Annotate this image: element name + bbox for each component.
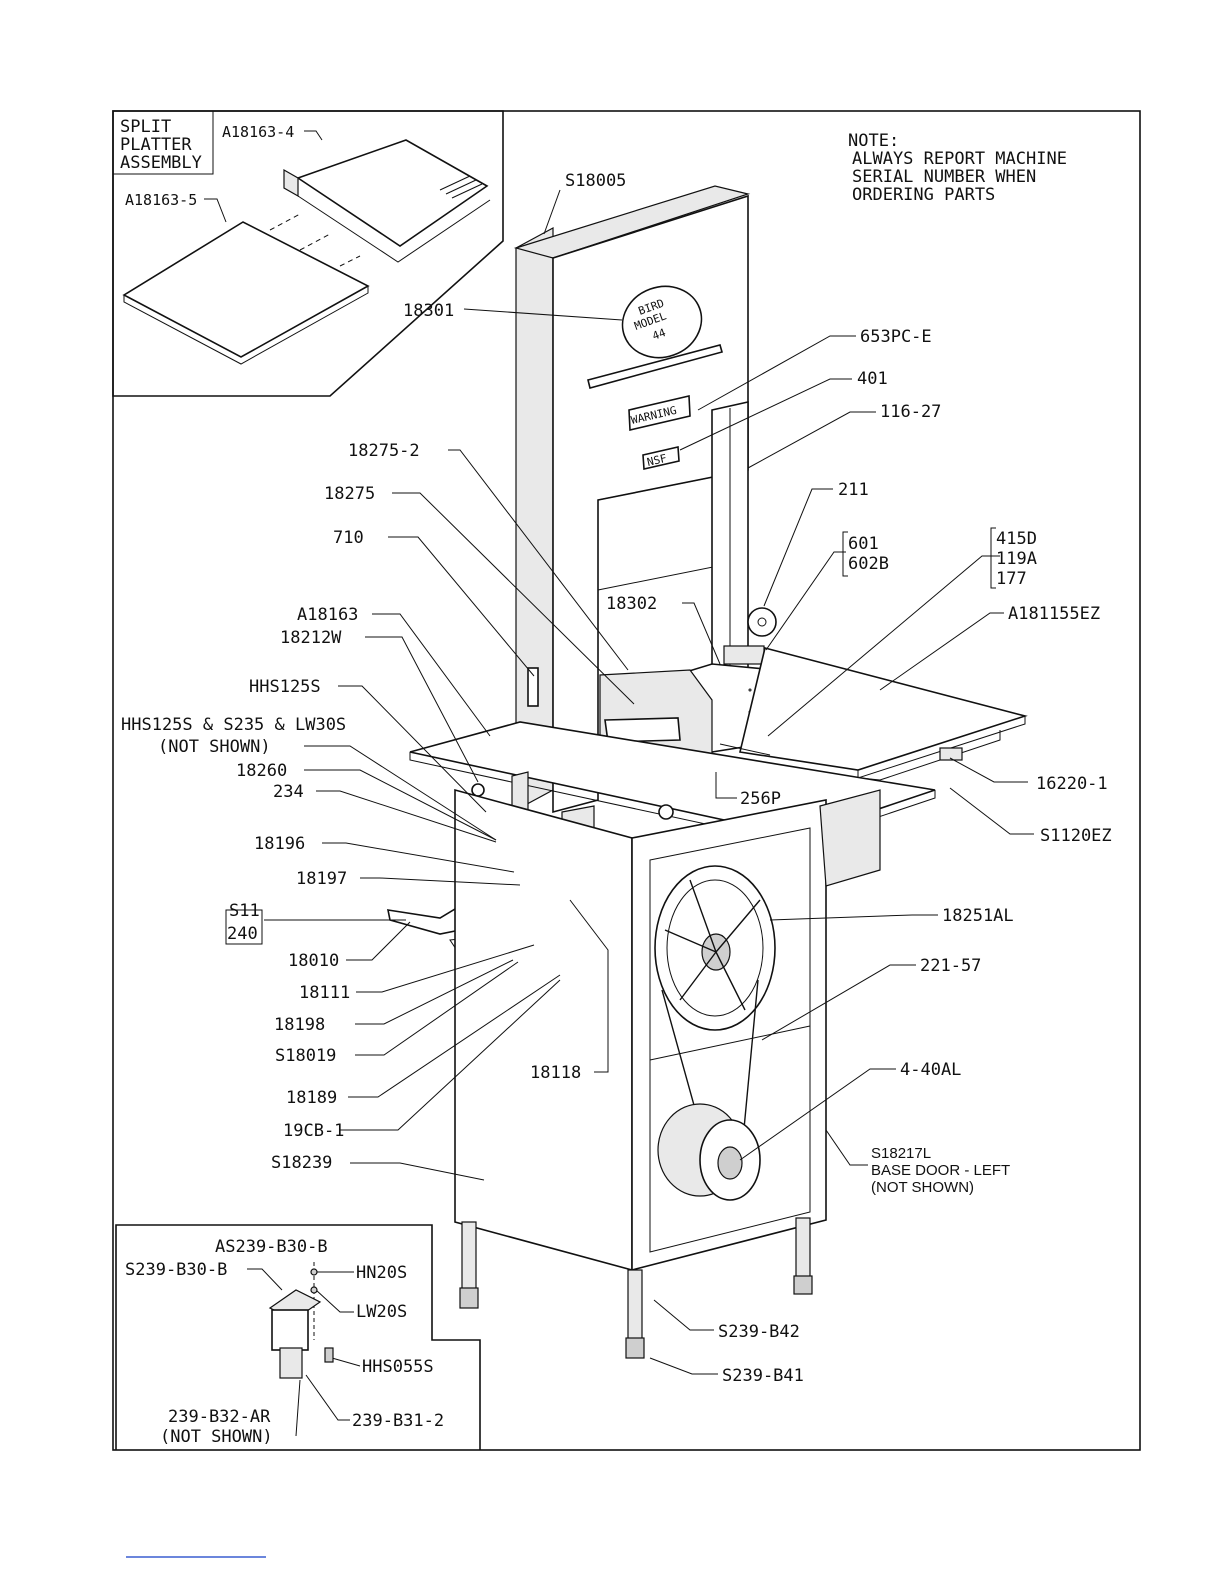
table-latch xyxy=(939,747,963,761)
inset-title-line-2: PLATTER xyxy=(120,135,192,155)
inset-title-line-3: ASSEMBLY xyxy=(120,153,202,173)
split-platter-lower xyxy=(122,221,370,358)
callout-a181155ez: A181155EZ xyxy=(1008,604,1100,624)
callout-256p: 256P xyxy=(740,789,781,809)
callout-not-shown: (NOT SHOWN) xyxy=(158,737,271,757)
callout-211: 211 xyxy=(838,480,869,500)
callout-116-27: 116-27 xyxy=(880,402,941,422)
callout-18010: 18010 xyxy=(288,951,339,971)
guide-block xyxy=(723,645,765,665)
label-s239-b30-b: S239-B30-B xyxy=(125,1260,227,1280)
warning-plate xyxy=(628,395,691,431)
leg-foot-body xyxy=(271,1309,309,1351)
callout-18111: 18111 xyxy=(299,983,350,1003)
note-line-2: SERIAL NUMBER WHEN xyxy=(852,167,1036,187)
callout-s18005: S18005 xyxy=(565,171,626,191)
callout-19cb-1: 19CB-1 xyxy=(283,1121,344,1141)
diagram-border xyxy=(112,110,1141,1451)
cabinet-front xyxy=(454,788,633,1272)
callout-119a: 119A xyxy=(996,549,1037,569)
callout-base-door-not-shown: (NOT SHOWN) xyxy=(871,1179,974,1196)
callout-4-40al: 4-40AL xyxy=(900,1060,961,1080)
callout-hhs125s: HHS125S xyxy=(249,677,321,697)
leg-assembly-inset: AS239-B30-B S239-B30-B HN20S LW20S HHS05… xyxy=(115,1224,481,1450)
legs xyxy=(459,1217,813,1359)
callout-18118: 18118 xyxy=(530,1063,581,1083)
bird-logo-plate xyxy=(621,285,703,359)
nsf-plate xyxy=(642,446,680,470)
split-platter-inset: SPLIT PLATTER ASSEMBLY A18163-4 A18163-5 xyxy=(112,110,504,397)
inset-title-line-1: SPLIT xyxy=(120,117,171,137)
nsf-text: NSF xyxy=(646,452,668,469)
note-heading: NOTE: xyxy=(848,131,899,151)
callout-labels: S18005 18301 653PC-E 401 116-27 18275-2 … xyxy=(121,171,1112,1386)
callout-a18163: A18163 xyxy=(297,605,358,625)
callout-s18217l: S18217L xyxy=(871,1145,931,1162)
label-239-b32-ar-not-shown: (NOT SHOWN) xyxy=(160,1427,273,1447)
callout-16220-1: 16220-1 xyxy=(1036,774,1108,794)
callout-18212w: 18212W xyxy=(280,628,342,648)
label-hhs055s: HHS055S xyxy=(362,1357,434,1377)
callout-602b: 602B xyxy=(848,554,889,574)
label-hn20s: HN20S xyxy=(356,1263,407,1283)
callout-s1120ez: S1120EZ xyxy=(1040,826,1112,846)
callout-s239-b42: S239-B42 xyxy=(718,1322,800,1342)
callout-18302: 18302 xyxy=(606,594,657,614)
label-as239-b30-b: AS239-B30-B xyxy=(215,1237,328,1257)
callout-s18239: S18239 xyxy=(271,1153,332,1173)
door-handle xyxy=(587,344,723,389)
callout-415d: 415D xyxy=(996,529,1037,549)
callout-18301: 18301 xyxy=(403,301,454,321)
note-block: NOTE: ALWAYS REPORT MACHINE SERIAL NUMBE… xyxy=(848,131,1067,205)
head-top-face xyxy=(513,185,751,259)
callout-18196: 18196 xyxy=(254,834,305,854)
callout-hhs125s-s235-lw30s: HHS125S & S235 & LW30S xyxy=(121,715,346,735)
callout-18260: 18260 xyxy=(236,761,287,781)
guide-wheel xyxy=(747,607,777,637)
callout-18197: 18197 xyxy=(296,869,347,889)
motor-pulley xyxy=(717,1146,743,1180)
callout-710: 710 xyxy=(333,528,364,548)
note-line-1: ALWAYS REPORT MACHINE xyxy=(852,149,1067,169)
callout-601: 601 xyxy=(848,534,879,554)
callout-401: 401 xyxy=(857,369,888,389)
callout-234: 234 xyxy=(273,782,304,802)
label-239-b32-ar: 239-B32-AR xyxy=(168,1407,271,1427)
callout-177: 177 xyxy=(996,569,1027,589)
leader-lines xyxy=(225,189,1034,1375)
callout-s18019: S18019 xyxy=(275,1046,336,1066)
label-a18163-4: A18163-4 xyxy=(222,123,294,141)
logo-line-3: 44 xyxy=(651,326,668,343)
knife-slot xyxy=(527,667,539,707)
callout-18275-2: 18275-2 xyxy=(348,441,420,461)
callout-240: 240 xyxy=(227,924,258,944)
label-lw20s: LW20S xyxy=(356,1302,407,1322)
callout-18275: 18275 xyxy=(324,484,375,504)
fixed-table xyxy=(739,647,1028,771)
label-239-b31-2: 239-B31-2 xyxy=(352,1411,444,1431)
note-line-3: ORDERING PARTS xyxy=(852,185,995,205)
callout-221-57: 221-57 xyxy=(920,956,981,976)
callout-base-door-left: BASE DOOR - LEFT xyxy=(871,1162,1010,1179)
callout-s239-b41: S239-B41 xyxy=(722,1366,804,1386)
band-saw-drawing: BIRD MODEL 44 WARNING NSF xyxy=(386,185,1028,1359)
callout-s11: S11 xyxy=(229,901,260,921)
callout-18189: 18189 xyxy=(286,1088,337,1108)
callout-653pc-e: 653PC-E xyxy=(860,327,932,347)
callout-18198: 18198 xyxy=(274,1015,325,1035)
split-platter-upper xyxy=(296,139,489,247)
label-a18163-5: A18163-5 xyxy=(125,191,197,209)
callout-18251al: 18251AL xyxy=(942,906,1014,926)
